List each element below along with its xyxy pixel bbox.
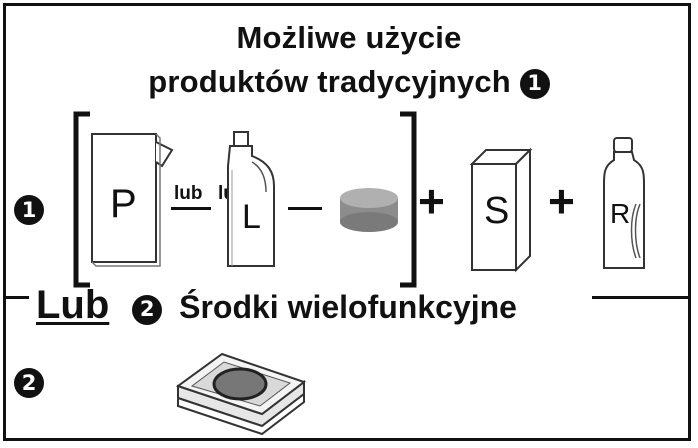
salt-box-icon [469,147,533,273]
section1-marker: 1 [14,195,44,225]
detergent-tablet-icon [340,188,398,232]
detergent-box-icon [91,133,174,267]
divider-right [592,296,691,299]
connector-line-1 [171,207,211,210]
title-line-2: produktów tradycyjnych 1 [0,64,698,100]
section2-label: Środki wielofunkcyjne [179,289,517,325]
connector-lub-1: lub [174,183,203,204]
label-l: L [242,198,261,236]
title-line-1: Możliwe użycie [236,20,462,55]
section2-heading: Lub 2 Środki wielofunkcyjne [36,283,517,328]
detergent-bottle-icon [227,131,275,267]
plus-sign-1: + [418,175,445,227]
label-s: S [484,190,510,232]
section2-marker: 2 [132,294,163,325]
dash-line [288,207,322,210]
right-bracket [400,111,417,288]
row2-marker: 2 [14,368,44,398]
left-bracket [73,111,90,288]
title-marker-1: 1 [519,68,550,99]
diagram-frame [3,3,691,441]
rinse-aid-bottle-icon [603,137,645,269]
label-r: R [610,198,631,229]
multifunction-tablet-icon [175,352,307,436]
divider-left [3,296,29,299]
label-p: P [110,182,137,226]
section2-lub: Lub [36,283,110,327]
title-line-2-text: produktów tradycyjnych [148,64,511,99]
plus-sign-2: + [548,175,575,227]
